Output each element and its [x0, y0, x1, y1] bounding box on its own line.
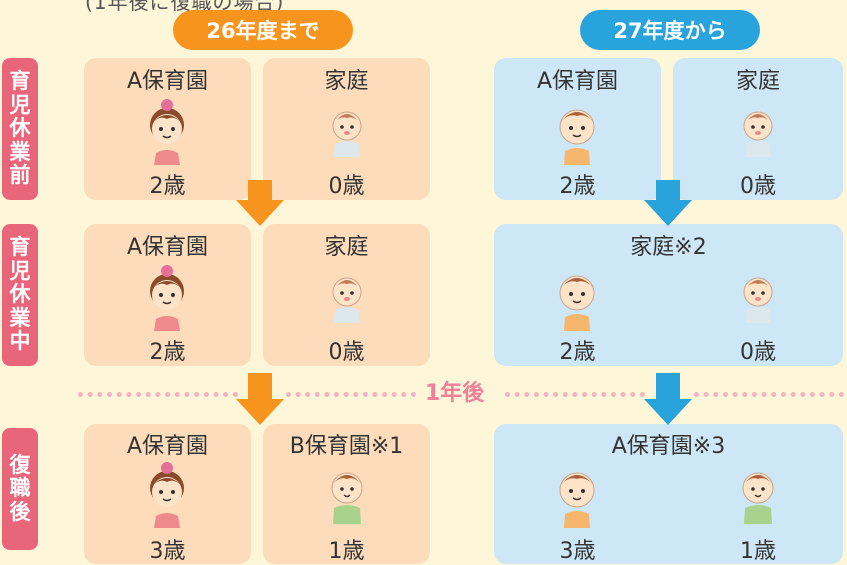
- one-year-later-label: 1年後: [425, 381, 485, 406]
- one-year-divider-right: [505, 392, 645, 397]
- baby-icon: [332, 277, 362, 323]
- row-label-char: 後: [9, 499, 31, 524]
- girl-child-icon: [150, 462, 184, 528]
- one-year-divider-far-right: [694, 392, 844, 397]
- left-after-a-age: 3歳: [149, 539, 186, 564]
- row-label-char: 休: [9, 282, 31, 307]
- right-during-label: 家庭※2: [630, 235, 707, 260]
- left-during-a-age: 2歳: [149, 340, 186, 365]
- left-during-a-label: A保育園: [126, 235, 209, 260]
- left-during-home-label: 家庭: [324, 235, 369, 260]
- orange-down-arrow: [236, 373, 284, 425]
- right-during-b-age: 0歳: [740, 340, 776, 365]
- right-during-a-age: 2歳: [559, 340, 596, 365]
- boy-child-icon: [559, 472, 595, 528]
- row-label-during-leave: 育 児 休 業 中: [2, 224, 38, 366]
- left-after-a-label: A保育園: [126, 434, 209, 459]
- row-label-char: 中: [9, 329, 31, 354]
- before-fy26-pill: 26年度まで: [173, 10, 353, 50]
- row-label-char: 職: [9, 476, 31, 501]
- left-during-home-age: 0歳: [328, 340, 365, 365]
- toddler-icon: [331, 472, 363, 524]
- row-label-before-leave: 育 児 休 業 前: [2, 58, 38, 200]
- blue-down-arrow: [644, 180, 692, 226]
- row-label-char: 業: [9, 139, 31, 164]
- girl-child-icon: [150, 99, 184, 165]
- left-before-a-label: A保育園: [126, 69, 209, 94]
- left-after-b-label: B保育園※1: [289, 434, 404, 459]
- left-before-home-age: 0歳: [328, 174, 365, 199]
- right-before-a-label: A保育園: [536, 69, 619, 94]
- row-label-char: 復: [9, 452, 31, 477]
- blue-down-arrow: [644, 373, 692, 425]
- right-after-a-box: [494, 424, 843, 564]
- row-label-char: 児: [9, 92, 31, 117]
- row-label-char: 休: [9, 116, 31, 141]
- row-label-after-return: 復 職 後: [2, 428, 38, 550]
- right-before-a-age: 2歳: [559, 174, 596, 199]
- right-during-home-box: [494, 224, 843, 366]
- left-after-b-age: 1歳: [328, 539, 365, 564]
- baby-icon: [332, 111, 362, 157]
- orange-down-arrow: [236, 180, 284, 226]
- boy-child-icon: [559, 275, 595, 331]
- baby-icon: [743, 111, 773, 157]
- row-label-char: 児: [9, 258, 31, 283]
- row-label-char: 育: [9, 69, 31, 94]
- right-after-b-age: 1歳: [740, 539, 776, 564]
- row-label-char: 育: [9, 235, 31, 260]
- right-before-home-label: 家庭: [735, 69, 780, 94]
- one-year-divider-left: [78, 392, 238, 397]
- row-label-char: 業: [9, 305, 31, 330]
- left-before-home-label: 家庭: [324, 69, 369, 94]
- row-label-char: 前: [9, 163, 31, 188]
- toddler-icon: [742, 472, 774, 524]
- one-year-divider-mid: [286, 392, 416, 397]
- girl-child-icon: [150, 265, 184, 331]
- left-before-a-age: 2歳: [149, 174, 186, 199]
- right-after-label: A保育園※3: [611, 434, 726, 459]
- right-before-home-age: 0歳: [740, 174, 776, 199]
- baby-icon: [743, 277, 773, 323]
- from-fy27-pill: 27年度から: [580, 10, 760, 50]
- boy-child-icon: [559, 109, 595, 165]
- right-after-a-age: 3歳: [559, 539, 596, 564]
